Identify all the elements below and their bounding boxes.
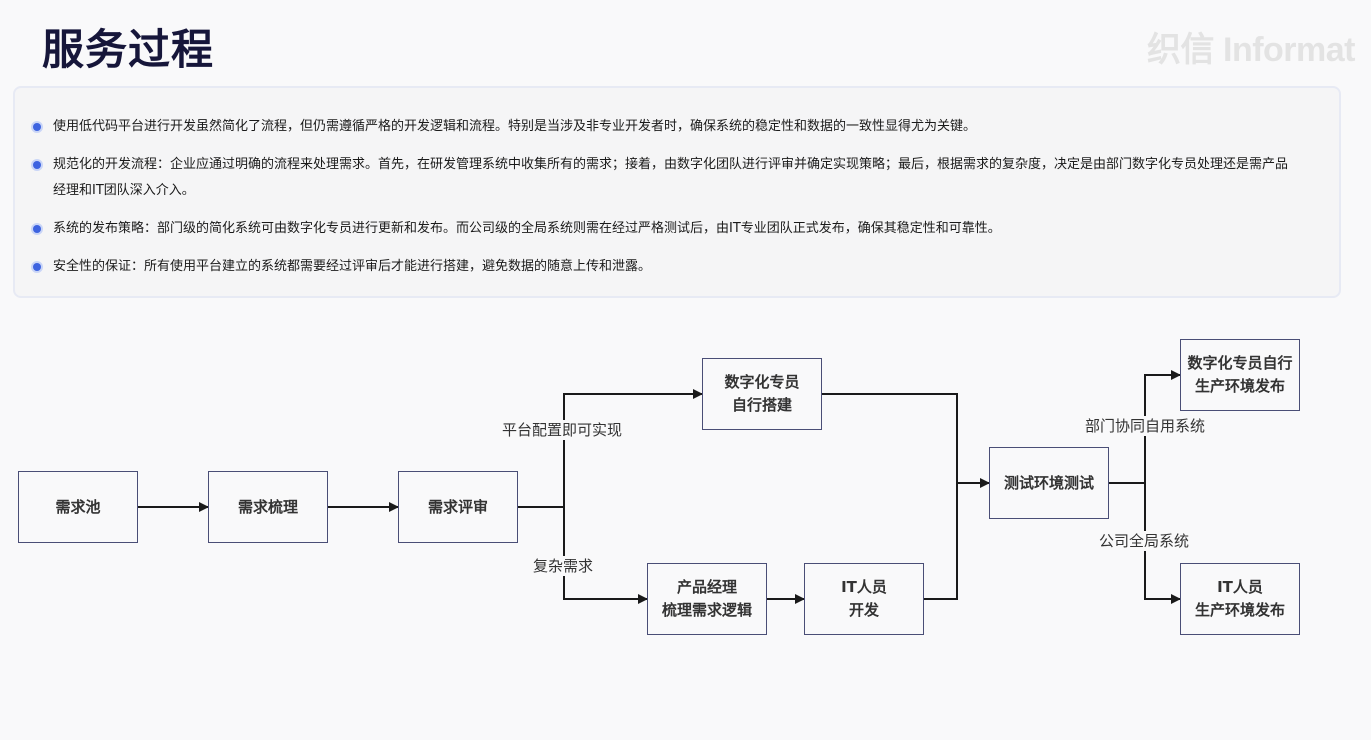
bullet-item: 系统的发布策略：部门级的简化系统可由数字化专员进行更新和发布。而公司级的全局系统… xyxy=(33,216,1299,242)
node-self-release: 数字化专员自行 生产环境发布 xyxy=(1180,339,1300,411)
bullet-item: 规范化的开发流程：企业应通过明确的流程来处理需求。首先，在研发管理系统中收集所有… xyxy=(33,152,1299,204)
node-test-env: 测试环境测试 xyxy=(989,447,1109,519)
node-demand-sorting: 需求梳理 xyxy=(208,471,328,543)
node-label: 生产环境发布 xyxy=(1194,601,1285,619)
edge-review-to-self-build xyxy=(563,389,703,507)
node-self-build: 数字化专员 自行搭建 xyxy=(702,358,822,430)
node-demand-review: 需求评审 xyxy=(398,471,518,543)
bullet-dot-icon xyxy=(33,123,41,131)
edge-label-complex: 复杂需求 xyxy=(531,556,596,576)
edge-label-platform-config: 平台配置即可实现 xyxy=(500,420,625,440)
info-panel: 使用低代码平台进行开发虽然简化了流程，但仍需遵循严格的开发逻辑和流程。特别是当涉… xyxy=(13,86,1341,298)
bullet-item: 使用低代码平台进行开发虽然简化了流程，但仍需遵循严格的开发逻辑和流程。特别是当涉… xyxy=(33,114,1299,140)
node-label: 梳理需求逻辑 xyxy=(661,601,752,619)
brand-logo: 织信 Informat xyxy=(1147,31,1355,69)
bullet-text: 系统的发布策略：部门级的简化系统可由数字化专员进行更新和发布。而公司级的全局系统… xyxy=(53,221,1001,236)
bullet-text: 规范化的开发流程：企业应通过明确的流程来处理需求。首先，在研发管理系统中收集所有… xyxy=(53,157,1289,198)
node-label: 自行搭建 xyxy=(731,396,792,414)
edge-label-dept-system: 部门协同自用系统 xyxy=(1083,416,1208,436)
node-label: 生产环境发布 xyxy=(1194,377,1285,395)
node-demand-pool: 需求池 xyxy=(18,471,138,543)
node-it-dev: IT人员 开发 xyxy=(804,563,924,635)
node-product-manager: 产品经理 梳理需求逻辑 xyxy=(647,563,767,635)
page-title: 服务过程 xyxy=(42,25,215,74)
node-label: 数字化专员 xyxy=(724,373,800,391)
bullet-text: 安全性的保证：所有使用平台建立的系统都需要经过评审后才能进行搭建，避免数据的随意… xyxy=(53,259,652,274)
bullet-dot-icon xyxy=(33,225,41,233)
bullet-dot-icon xyxy=(33,161,41,169)
bullet-text: 使用低代码平台进行开发虽然简化了流程，但仍需遵循严格的开发逻辑和流程。特别是当涉… xyxy=(53,119,977,134)
node-label: 产品经理 xyxy=(676,578,737,596)
edge-review-to-pm xyxy=(563,507,648,604)
node-label: 数字化专员自行 xyxy=(1187,354,1293,372)
node-label: 需求梳理 xyxy=(237,497,298,516)
node-it-release: IT人员 生产环境发布 xyxy=(1180,563,1300,635)
node-label: IT人员 xyxy=(1217,578,1263,596)
bullet-dot-icon xyxy=(33,263,41,271)
edge-label-company-system: 公司全局系统 xyxy=(1097,531,1192,551)
node-label: 需求评审 xyxy=(427,497,488,516)
node-label: 测试环境测试 xyxy=(1003,473,1094,492)
node-label: 需求池 xyxy=(55,497,101,516)
bullet-item: 安全性的保证：所有使用平台建立的系统都需要经过评审后才能进行搭建，避免数据的随意… xyxy=(33,254,1299,280)
node-label: 开发 xyxy=(848,601,879,619)
node-label: IT人员 xyxy=(841,578,887,596)
